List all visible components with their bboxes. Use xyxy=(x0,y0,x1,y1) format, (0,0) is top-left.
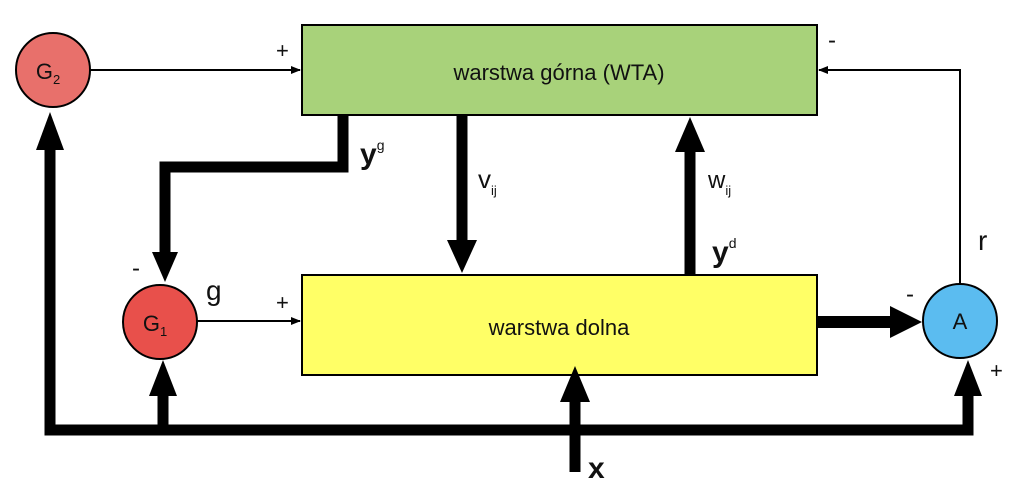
top-in-sign: + xyxy=(276,38,289,63)
x-input-bus xyxy=(36,112,982,472)
yd-base: y xyxy=(712,236,729,269)
g2-base: G xyxy=(36,59,53,84)
r-label: r xyxy=(978,225,987,256)
vij-down-thick-arrow xyxy=(447,115,477,273)
vij-label: vij xyxy=(478,164,497,198)
a-node: A xyxy=(922,283,998,359)
g1-top-sign: - xyxy=(132,255,140,282)
g1-sub: 1 xyxy=(160,324,167,339)
wij-up-thick-arrow xyxy=(675,117,705,275)
top-right-sign: - xyxy=(828,27,836,54)
svg-text:G1: G1 xyxy=(143,311,167,339)
a-to-top-layer-feedback-arrow xyxy=(818,66,961,284)
bottom-in-sign: + xyxy=(276,290,289,315)
a-left-sign: - xyxy=(906,281,914,308)
wij-label: wij xyxy=(707,167,731,198)
g2-sub: 2 xyxy=(53,72,60,87)
bottom-layer-block: warstwa dolna xyxy=(301,274,818,376)
yd-sup: d xyxy=(729,235,737,251)
vij-base: v xyxy=(478,164,491,194)
yg-sup: g xyxy=(377,137,385,153)
wij-sub: ij xyxy=(725,183,731,198)
bottom-to-a-thick-arrow xyxy=(818,306,922,338)
top-layer-label: warstwa górna (WTA) xyxy=(452,60,664,85)
yg-base: y xyxy=(360,138,377,171)
g1-base: G xyxy=(143,311,160,336)
wij-base: w xyxy=(707,167,726,194)
yg-label: yg xyxy=(360,137,384,171)
g2-node: G2 xyxy=(15,32,91,108)
g-label: g xyxy=(206,275,222,306)
yd-label: yd xyxy=(712,235,736,269)
yg-to-g1-thick-arrow xyxy=(152,115,349,282)
svg-text:G2: G2 xyxy=(36,59,60,87)
g1-node: G1 xyxy=(122,284,198,360)
a-bottom-sign: + xyxy=(990,358,1003,383)
top-layer-block: warstwa górna (WTA) xyxy=(301,24,818,116)
vij-sub: ij xyxy=(491,183,497,198)
x-label: x xyxy=(588,452,605,478)
a-node-label: A xyxy=(953,309,968,334)
bottom-layer-label: warstwa dolna xyxy=(488,315,630,340)
